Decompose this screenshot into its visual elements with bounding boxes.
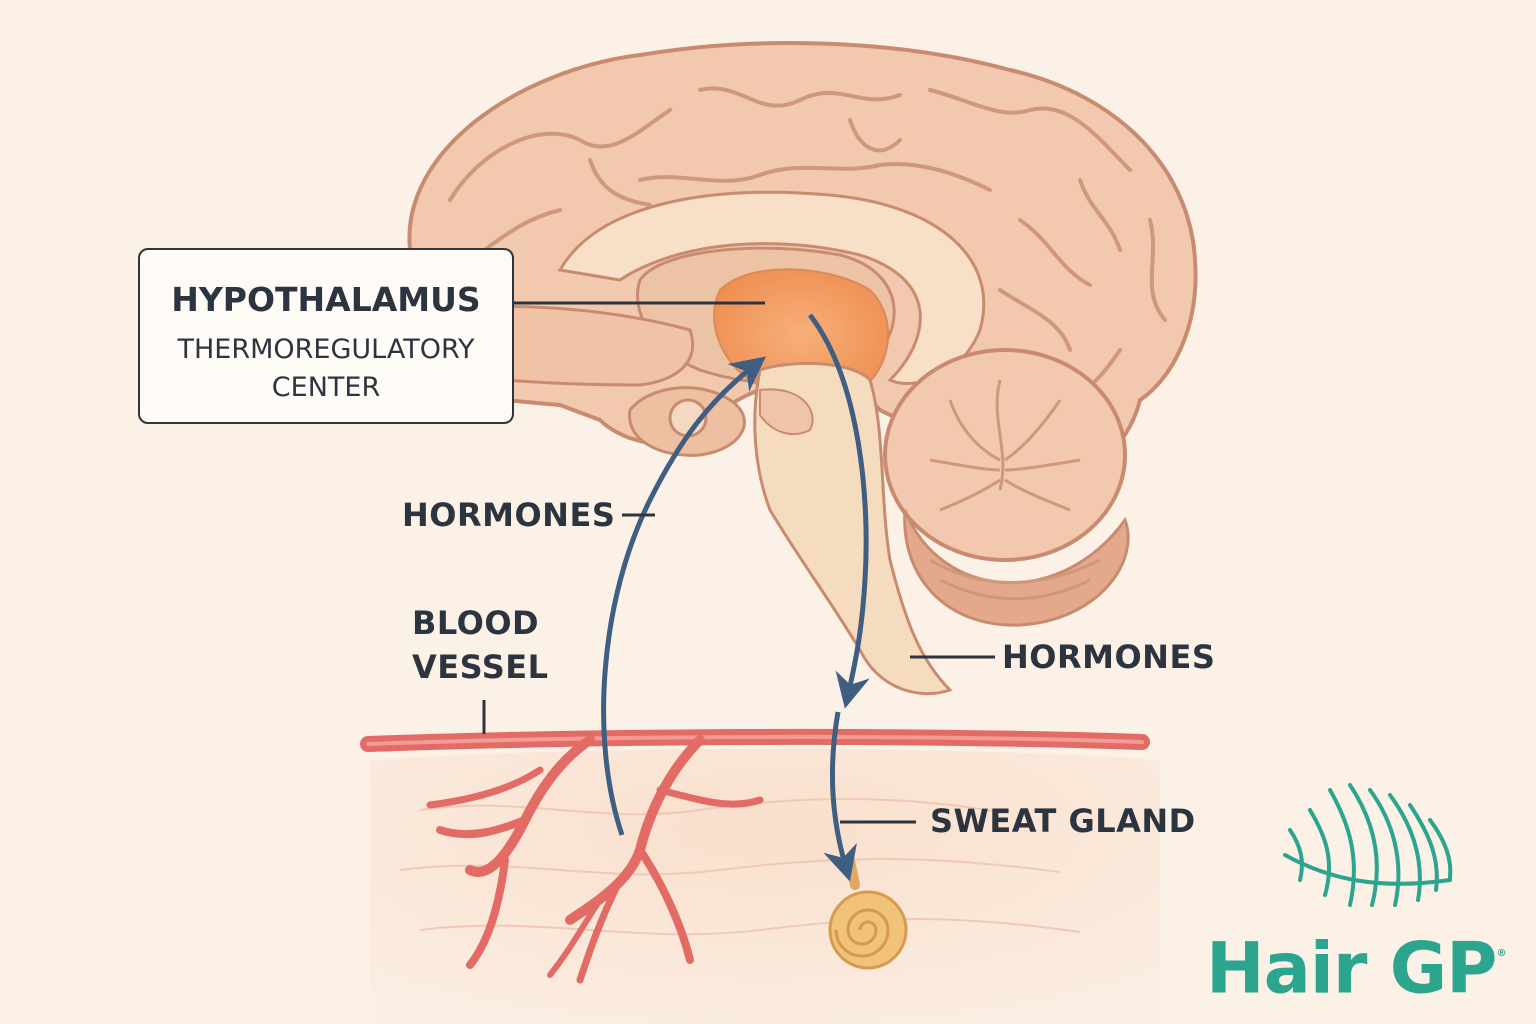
hypothalamus-label-box: HYPOTHALAMUS THERMOREGULATORY CENTER — [138, 248, 514, 424]
arrow-down-from-hypothalamus — [808, 313, 870, 709]
hormones-right-label: HORMONES — [1002, 638, 1216, 676]
cerebellum — [883, 348, 1130, 627]
brand-name: Hair GP — [1206, 927, 1497, 1010]
registered-mark: ® — [1496, 948, 1506, 959]
blood-vessel-label-line2: VESSEL — [412, 648, 549, 686]
wave-stripes-logo-icon — [1283, 783, 1453, 907]
hypothalamus-subtitle-line2: CENTER — [271, 372, 381, 403]
blood-vessel-label-line1: BLOOD — [412, 604, 540, 642]
sweat-gland-label: SWEAT GLAND — [930, 802, 1196, 840]
leader-lines — [482, 301, 995, 824]
arrow-down-to-sweat-gland — [823, 711, 857, 882]
brand-logo: Hair GP® — [1206, 918, 1524, 1014]
blood-vessel — [360, 728, 1150, 984]
brainstem — [753, 362, 953, 696]
hypothalamus-title: HYPOTHALAMUS — [171, 280, 481, 319]
hormones-left-label: HORMONES — [402, 496, 616, 534]
brain — [398, 41, 1198, 696]
arrow-up-to-hypothalamus — [601, 356, 767, 836]
hormone-arrows — [601, 313, 870, 882]
hypothalamus-subtitle-line1: THERMOREGULATORY — [177, 334, 475, 365]
